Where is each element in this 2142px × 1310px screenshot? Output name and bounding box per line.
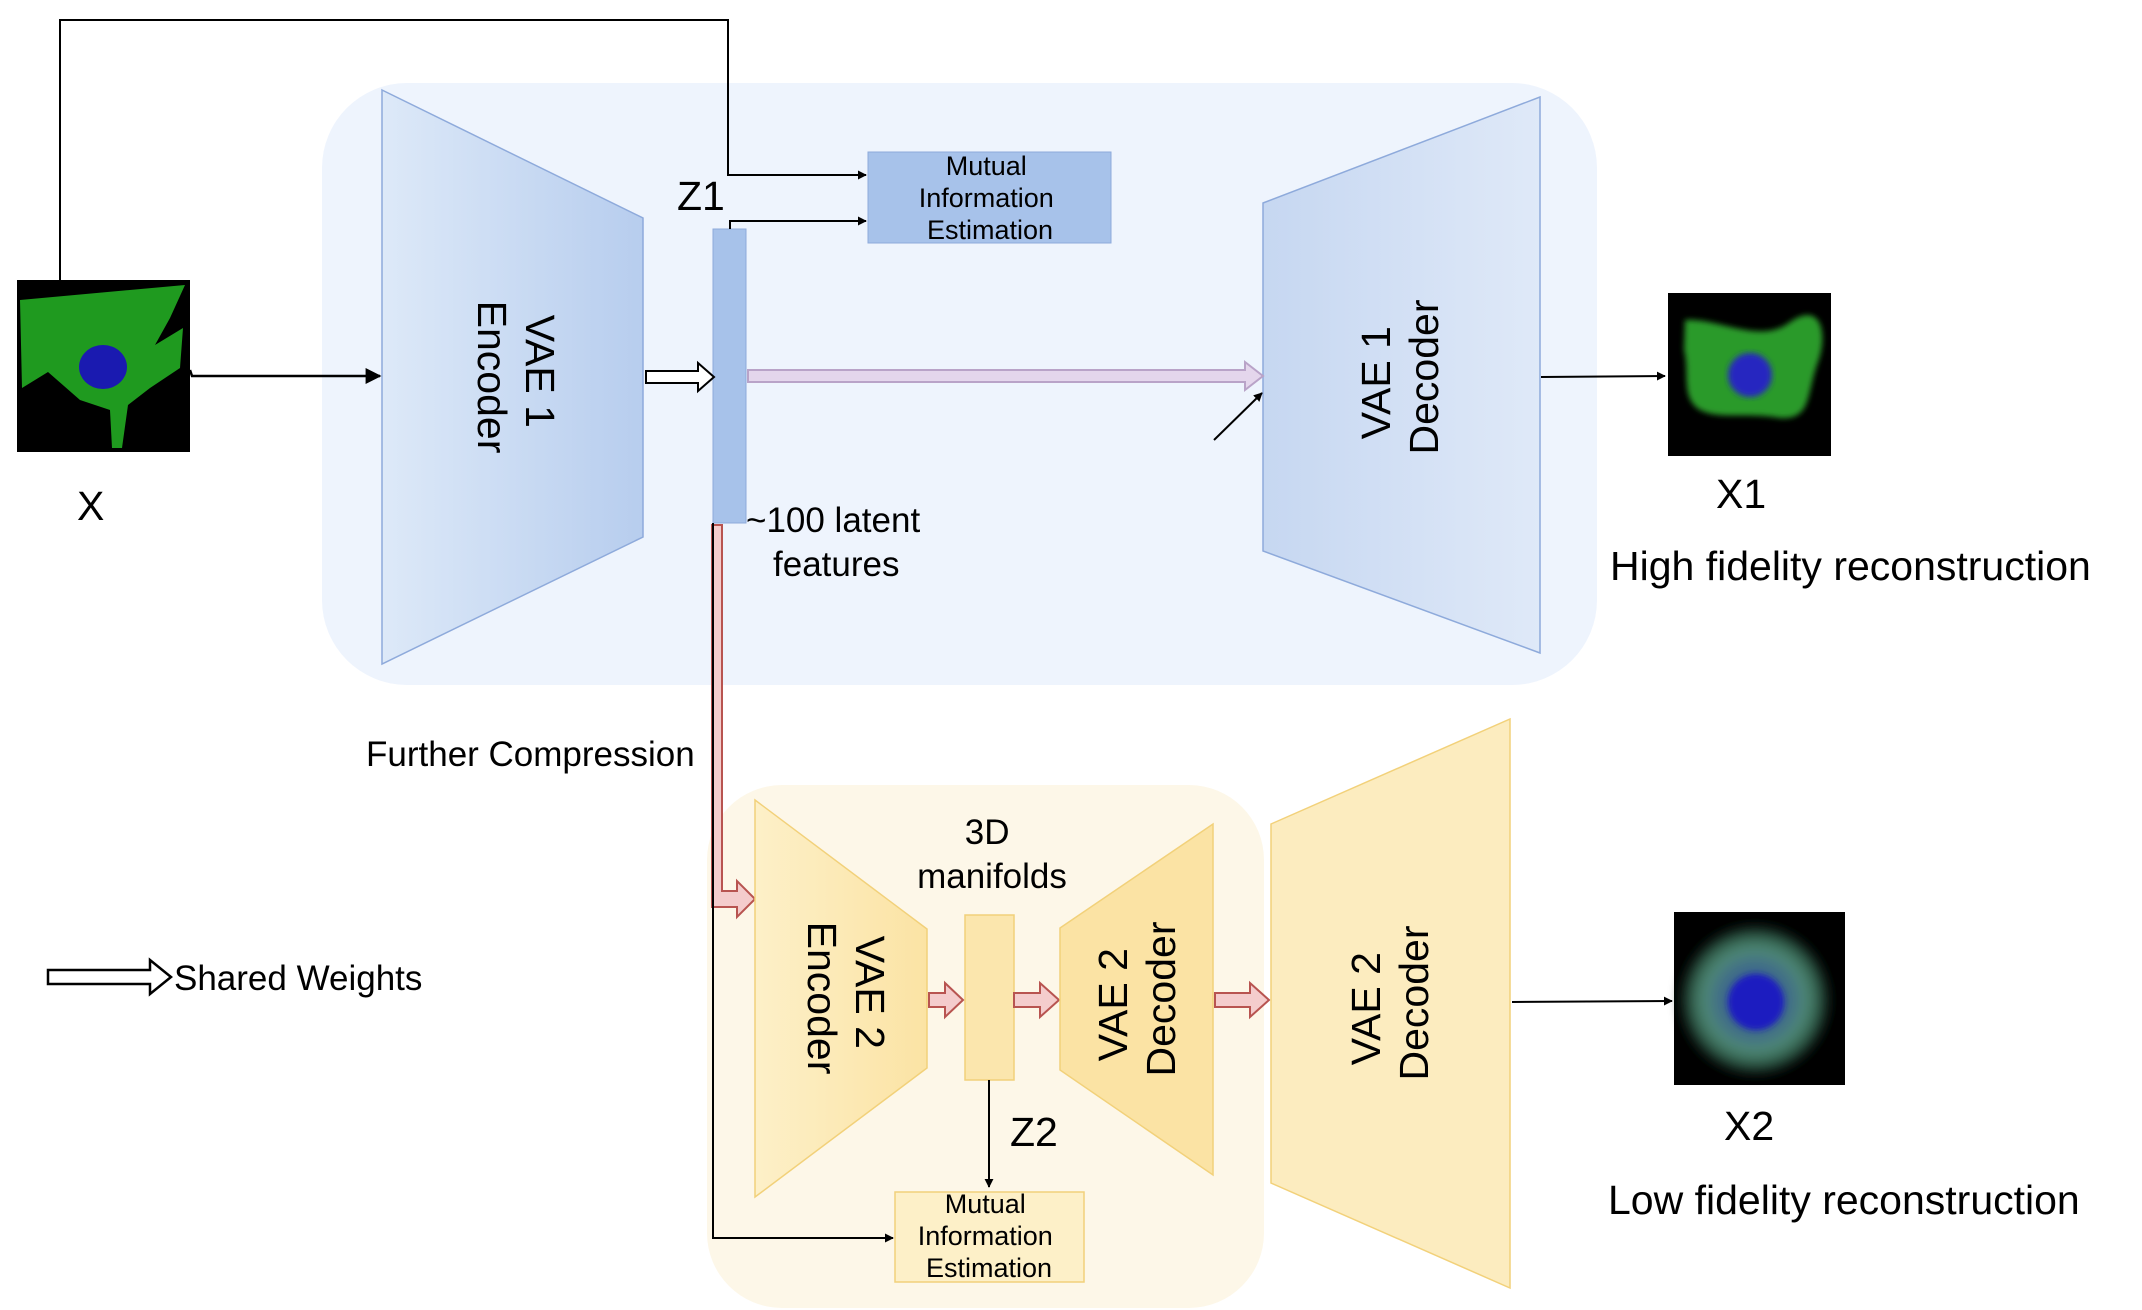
- manifold-line1: 3D: [965, 813, 1010, 852]
- vae2-decoder-inner: VAE 2 Decoder: [1059, 822, 1214, 1177]
- shared-weights-label: Shared Weights: [174, 959, 422, 998]
- manifold-label: 3D manifolds: [917, 813, 1067, 896]
- z1-latent-bar: [712, 228, 747, 524]
- decoder2-inner-to-outer-arrow: [1214, 980, 1271, 1020]
- output-image-x2: [1674, 912, 1845, 1085]
- z1-to-mi-bottom-connector: [712, 523, 894, 1243]
- further-compression-label: Further Compression: [366, 735, 695, 774]
- decoder1-to-x1-arrow: [1540, 371, 1666, 381]
- mi-top-line2: Information: [919, 183, 1054, 213]
- z1-label: Z1: [677, 173, 725, 219]
- vae1-encoder-label-line2: Encoder: [469, 301, 515, 454]
- x-to-mi-connector: [59, 19, 867, 282]
- z1-to-mi-connector: [729, 216, 867, 229]
- z2-latent-bar: [964, 914, 1015, 1081]
- further-compression-arrow: [711, 524, 757, 920]
- legend-shared-weights: Shared Weights: [46, 957, 422, 998]
- svg-text:Mutual Information: Mutual Information Estimation: [919, 151, 1062, 245]
- vae2-outer-decoder-label-line1: VAE 2: [1343, 952, 1389, 1065]
- vae2-inner-decoder-label-line1: VAE 2: [1090, 948, 1136, 1061]
- high-fidelity-label: High fidelity reconstruction: [1610, 543, 2091, 589]
- vae2-outer-decoder-label-line2: Decoder: [1391, 926, 1437, 1081]
- x1-label: X1: [1716, 471, 1766, 517]
- svg-text:VAE 2 Decoder: VAE 2 Decoder: [1343, 926, 1437, 1081]
- vae1-decoder-label-line1: VAE 1: [1353, 326, 1399, 439]
- svg-text:VAE 2 Encoder: VAE 2 Encoder: [799, 922, 893, 1075]
- svg-text:VAE 2 Decoder: VAE 2 Decoder: [1090, 922, 1184, 1077]
- svg-text:VAE 1 Decoder: VAE 1 Decoder: [1353, 300, 1447, 455]
- z1-to-decoder-arrow: [747, 359, 1265, 393]
- encoder2-to-z2-arrow: [928, 980, 965, 1020]
- mi-bottom-line1: Mutual: [945, 1189, 1026, 1219]
- z2-label: Z2: [1010, 1109, 1058, 1155]
- diagonal-input-arrow: [1213, 392, 1263, 441]
- vae2-inner-decoder-label-line2: Decoder: [1138, 922, 1184, 1077]
- svg-text:Mutual Information: Mutual Information Estimation: [918, 1189, 1061, 1283]
- low-fidelity-label: Low fidelity reconstruction: [1608, 1177, 2080, 1223]
- input-image-x: [17, 280, 190, 452]
- vae1-encoder: VAE 1 Encoder: [381, 88, 644, 666]
- mi-top-line1: Mutual: [946, 151, 1027, 181]
- svg-text:VAE 1 Encoder: VAE 1 Encoder: [469, 301, 563, 454]
- x-to-encoder-arrow: [188, 368, 382, 384]
- mi-estimation-bottom: Mutual Information Estimation: [894, 1189, 1085, 1283]
- latent-features-note: ~100 latent features: [746, 501, 930, 584]
- latent-note-line2: features: [773, 545, 899, 584]
- mi-estimation-top: Mutual Information Estimation: [867, 151, 1112, 245]
- vae1-decoder-label-line2: Decoder: [1401, 300, 1447, 455]
- latent-note-line1: ~100 latent: [746, 501, 920, 540]
- encoder-to-z1-arrow: [645, 360, 716, 394]
- manifold-line2: manifolds: [917, 857, 1067, 896]
- z2-to-decoder2-arrow: [1013, 980, 1061, 1020]
- shared-weights-arrow-icon: [46, 957, 173, 997]
- vae1-encoder-label-line1: VAE 1: [517, 315, 563, 428]
- vae1-decoder: VAE 1 Decoder: [1262, 95, 1541, 655]
- mi-bottom-line3: Estimation: [926, 1253, 1052, 1283]
- vae2-encoder-label-line1: VAE 2: [847, 936, 893, 1049]
- vae2-decoder-outer: VAE 2 Decoder: [1270, 717, 1511, 1290]
- x2-label: X2: [1724, 1103, 1774, 1149]
- x-label: X: [77, 483, 104, 529]
- mi-bottom-line2: Information: [918, 1221, 1053, 1251]
- output-image-x1: [1668, 293, 1831, 456]
- decoder2-to-x2-arrow: [1511, 996, 1673, 1006]
- vae2-encoder-label-line2: Encoder: [799, 922, 845, 1075]
- mi-top-line3: Estimation: [927, 215, 1053, 245]
- vae2-encoder: VAE 2 Encoder: [754, 798, 928, 1199]
